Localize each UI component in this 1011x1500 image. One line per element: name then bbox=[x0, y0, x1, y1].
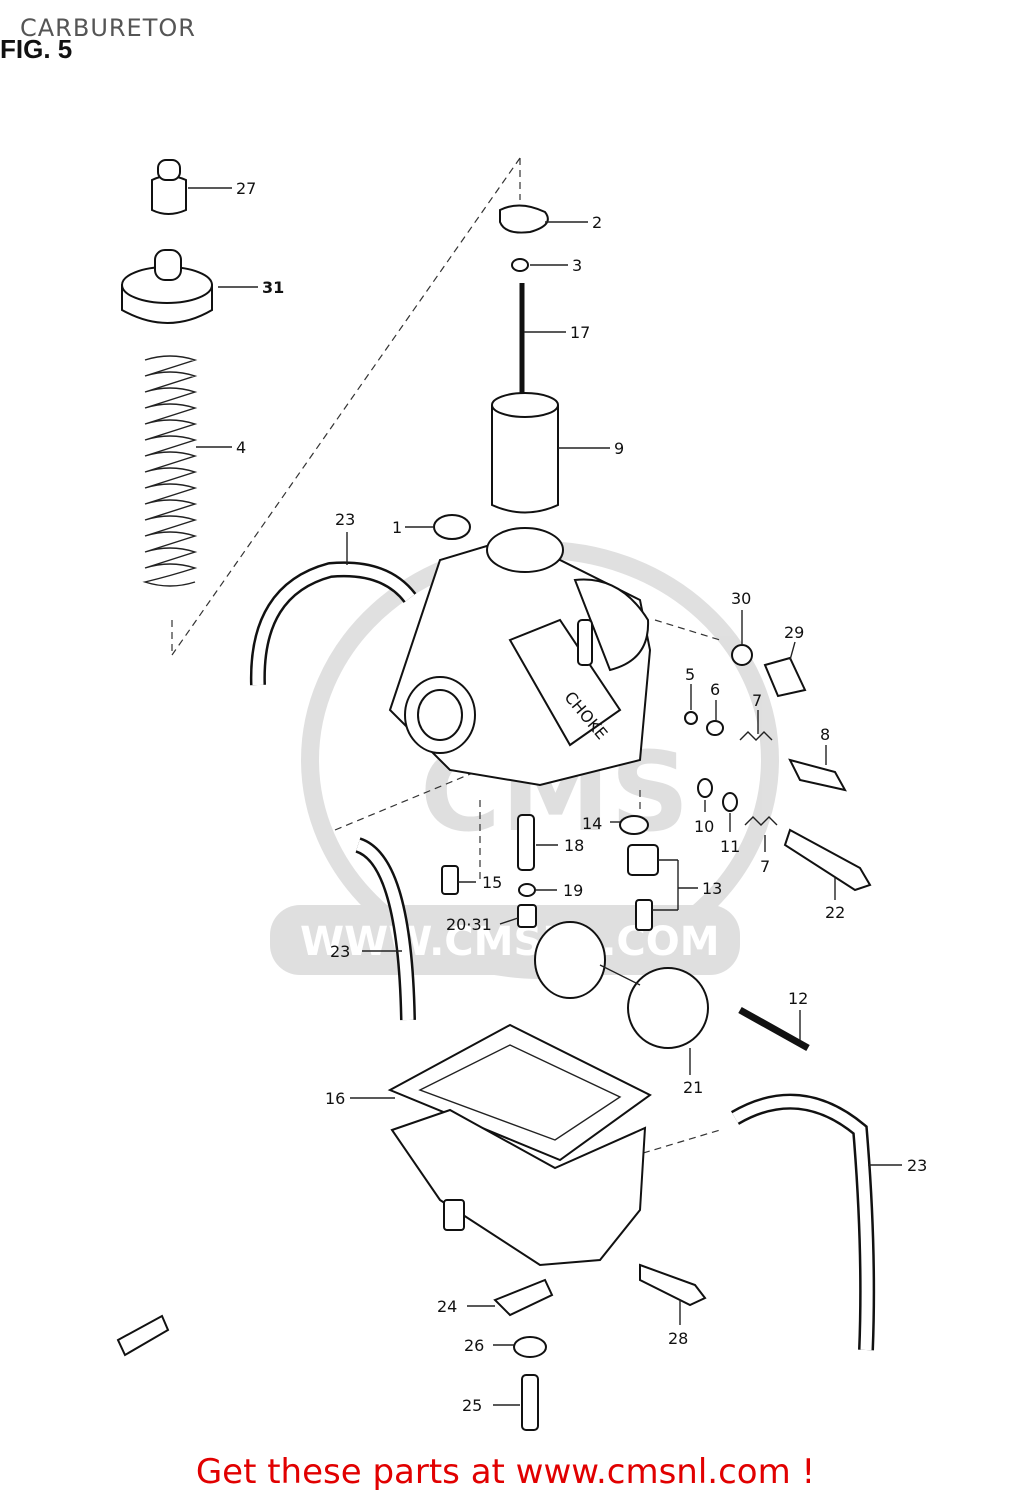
top-cap-part-31 bbox=[121, 249, 213, 324]
callout-31: 31 bbox=[262, 278, 284, 297]
callout-labels: 27 31 4 2 3 17 9 23 1 30 29 5 6 7 8 14 1… bbox=[236, 179, 927, 1415]
callout-14: 14 bbox=[582, 814, 602, 833]
washer-part-14 bbox=[619, 815, 649, 835]
screw-part-25 bbox=[521, 1374, 539, 1431]
ring-part-19 bbox=[518, 883, 536, 897]
callout-11: 11 bbox=[720, 837, 740, 856]
callout-7-upper: 7 bbox=[752, 691, 762, 710]
callout-16: 16 bbox=[325, 1089, 345, 1108]
callout-12: 12 bbox=[788, 989, 808, 1008]
watermark-url: WWW.CMSNL.COM bbox=[300, 919, 720, 965]
callout-20-31: 20·31 bbox=[446, 915, 492, 934]
callout-15: 15 bbox=[482, 873, 502, 892]
callout-23-right: 23 bbox=[907, 1156, 927, 1175]
drain-screw-part-28 bbox=[639, 1263, 707, 1307]
ring-part-5 bbox=[684, 711, 698, 725]
spring-part-4 bbox=[142, 355, 198, 587]
nut-part-6 bbox=[706, 720, 724, 736]
jet-part-20-31 bbox=[517, 904, 537, 928]
gasket-part-16 bbox=[387, 1023, 652, 1162]
callout-25: 25 bbox=[462, 1396, 482, 1415]
footer-link-text[interactable]: Get these parts at www.cmsnl.com ! bbox=[195, 1452, 816, 1492]
diagram-title: CARBURETOR bbox=[20, 14, 196, 42]
clip-part-3 bbox=[511, 258, 529, 272]
clip-part-2 bbox=[499, 204, 549, 234]
callout-27: 27 bbox=[236, 179, 256, 198]
callout-23-top: 23 bbox=[335, 510, 355, 529]
washer-part-26 bbox=[513, 1336, 547, 1358]
callout-30: 30 bbox=[731, 589, 751, 608]
carburetor-body: CHOKE bbox=[388, 527, 652, 787]
leader-lines bbox=[188, 187, 902, 1406]
screw-part-29 bbox=[763, 656, 807, 698]
callout-24: 24 bbox=[437, 1297, 457, 1316]
bracket-part-24 bbox=[493, 1278, 554, 1317]
screw-part-8 bbox=[788, 758, 847, 792]
callout-9: 9 bbox=[614, 439, 624, 458]
figure-number: FIG. 5 bbox=[0, 34, 73, 64]
callout-21: 21 bbox=[683, 1078, 703, 1097]
callout-23-mid: 23 bbox=[330, 942, 350, 961]
nut-part-11 bbox=[722, 792, 738, 812]
callout-17: 17 bbox=[570, 323, 590, 342]
callout-1: 1 bbox=[392, 518, 402, 537]
callout-13: 13 bbox=[702, 879, 722, 898]
spring-part-7b bbox=[744, 816, 778, 826]
cap-part-1 bbox=[433, 514, 471, 540]
spring-part-7a bbox=[739, 731, 773, 741]
throttle-valve-part-9 bbox=[491, 392, 559, 514]
float-valve-part-13-b bbox=[635, 899, 653, 931]
callout-2: 2 bbox=[592, 213, 602, 232]
callout-22: 22 bbox=[825, 903, 845, 922]
washer-part-30 bbox=[731, 644, 753, 666]
jet-part-15 bbox=[441, 865, 459, 895]
callout-19: 19 bbox=[563, 881, 583, 900]
callout-5: 5 bbox=[685, 665, 695, 684]
callout-29: 29 bbox=[784, 623, 804, 642]
pilot-screw-part-22 bbox=[783, 828, 872, 892]
needle-jet-part-18 bbox=[517, 814, 535, 871]
callout-8: 8 bbox=[820, 725, 830, 744]
callout-28: 28 bbox=[668, 1329, 688, 1348]
hose-part-23-right bbox=[730, 1093, 876, 1351]
callout-26: 26 bbox=[464, 1336, 484, 1355]
callout-10: 10 bbox=[694, 817, 714, 836]
callout-7-lower: 7 bbox=[760, 857, 770, 876]
float-part-21 bbox=[534, 921, 709, 1049]
callout-4: 4 bbox=[236, 438, 246, 457]
ring-part-10 bbox=[697, 778, 713, 798]
callout-3: 3 bbox=[572, 256, 582, 275]
callout-6: 6 bbox=[710, 680, 720, 699]
float-bowl bbox=[390, 1108, 647, 1267]
cap-part-27 bbox=[151, 159, 187, 215]
float-valve-part-13-a bbox=[627, 844, 659, 876]
callout-18: 18 bbox=[564, 836, 584, 855]
pin-part-12 bbox=[738, 1006, 810, 1052]
front-arrow-mark bbox=[116, 1314, 170, 1357]
